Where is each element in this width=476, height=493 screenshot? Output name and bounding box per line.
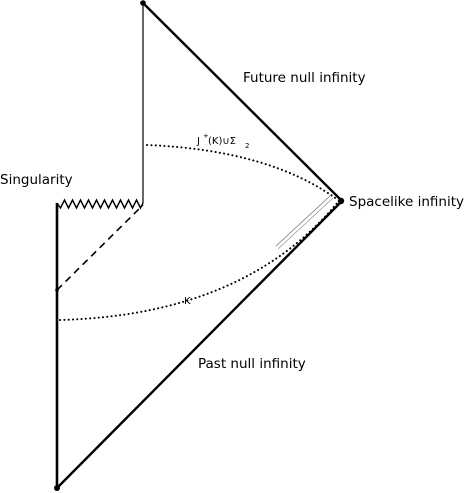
thin-segment-a <box>275 194 332 247</box>
j-sub: 2 <box>245 142 249 150</box>
future-null-infinity-line <box>141 1 343 202</box>
j-base: J <box>196 136 200 147</box>
bottom-vertex-dot <box>54 485 60 491</box>
upper-dotted-curve <box>146 144 339 201</box>
horizon-origin-dot <box>55 288 59 292</box>
singularity-label: Singularity <box>0 172 73 188</box>
k-label: K <box>184 296 191 307</box>
j-mid: (K)∪Σ <box>208 136 236 147</box>
past-null-infinity-line <box>55 200 343 490</box>
future-null-infinity-label: Future null infinity <box>243 70 366 86</box>
singularity-zigzag <box>56 198 144 210</box>
j-sup: + <box>203 132 209 140</box>
spacelike-infinity-dot <box>337 197 345 205</box>
thin-segment-b <box>277 197 334 250</box>
j-plus-k-union-sigma-label: J + (K)∪Σ 2 <box>196 132 249 150</box>
past-null-infinity-label: Past null infinity <box>198 356 306 372</box>
spacelike-infinity-label: Spacelike infinity <box>349 194 464 210</box>
event-horizon-dashed-line <box>56 204 144 291</box>
lower-dotted-curve <box>59 201 339 321</box>
top-vertex-dot <box>140 0 146 6</box>
